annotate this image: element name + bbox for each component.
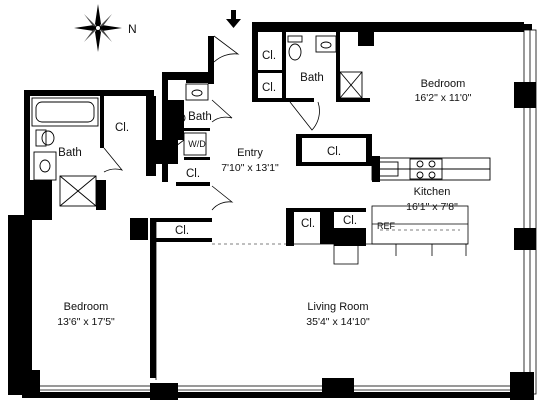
- room-dimensions: 16'1" x 7'8": [406, 201, 458, 213]
- closet-label: Cl.: [262, 82, 276, 94]
- walls: [8, 22, 536, 400]
- door-swings: [103, 35, 320, 211]
- room-dimensions: 35'4" x 14'10": [306, 316, 370, 328]
- room-label-bedroom-ne: Bedroom 16'2" x 11'0": [415, 78, 472, 104]
- closet-label: Cl.: [115, 122, 129, 134]
- bath-label-mid: Bath: [188, 111, 212, 123]
- arrow-down-icon: [226, 10, 241, 28]
- room-dimensions: 7'10" x 13'1": [221, 162, 279, 174]
- closet-label: Cl.: [175, 225, 189, 237]
- bath-label-left: Bath: [58, 147, 82, 159]
- window-lines: [29, 29, 537, 395]
- counter-end-block: [372, 156, 380, 182]
- closet-label: Cl.: [262, 50, 276, 62]
- dashed-lines: [153, 229, 460, 370]
- room-name: Entry: [237, 147, 263, 159]
- room-label-kitchen: Kitchen 16'1" x 7'8": [406, 186, 458, 213]
- room-name: Kitchen: [414, 186, 451, 198]
- washer-dryer-label: W/D: [188, 139, 206, 149]
- closet-label: Cl.: [301, 218, 315, 230]
- room-label-bedroom-sw: Bedroom 13'6" x 17'5": [57, 301, 115, 328]
- room-label-entry: Entry 7'10" x 13'1": [221, 147, 279, 174]
- room-dimensions: 13'6" x 17'5": [57, 316, 115, 328]
- room-dimensions: 16'2" x 11'0": [415, 92, 472, 104]
- closet-label: Cl.: [186, 168, 200, 180]
- room-name: Bedroom: [64, 301, 109, 313]
- compass-north-label: N: [128, 22, 137, 36]
- room-name: Living Room: [307, 301, 368, 313]
- refrigerator-label: REF: [377, 221, 396, 231]
- room-name: Bedroom: [421, 78, 466, 90]
- closet-label: Cl.: [327, 146, 341, 158]
- compass-rose-icon: [74, 4, 122, 52]
- bath-label-top: Bath: [300, 72, 324, 84]
- bath-fixtures: [31, 35, 363, 207]
- closet-label: Cl.: [343, 215, 357, 227]
- kitchen-counter: [371, 157, 491, 181]
- room-label-living: Living Room 35'4" x 14'10": [306, 301, 370, 328]
